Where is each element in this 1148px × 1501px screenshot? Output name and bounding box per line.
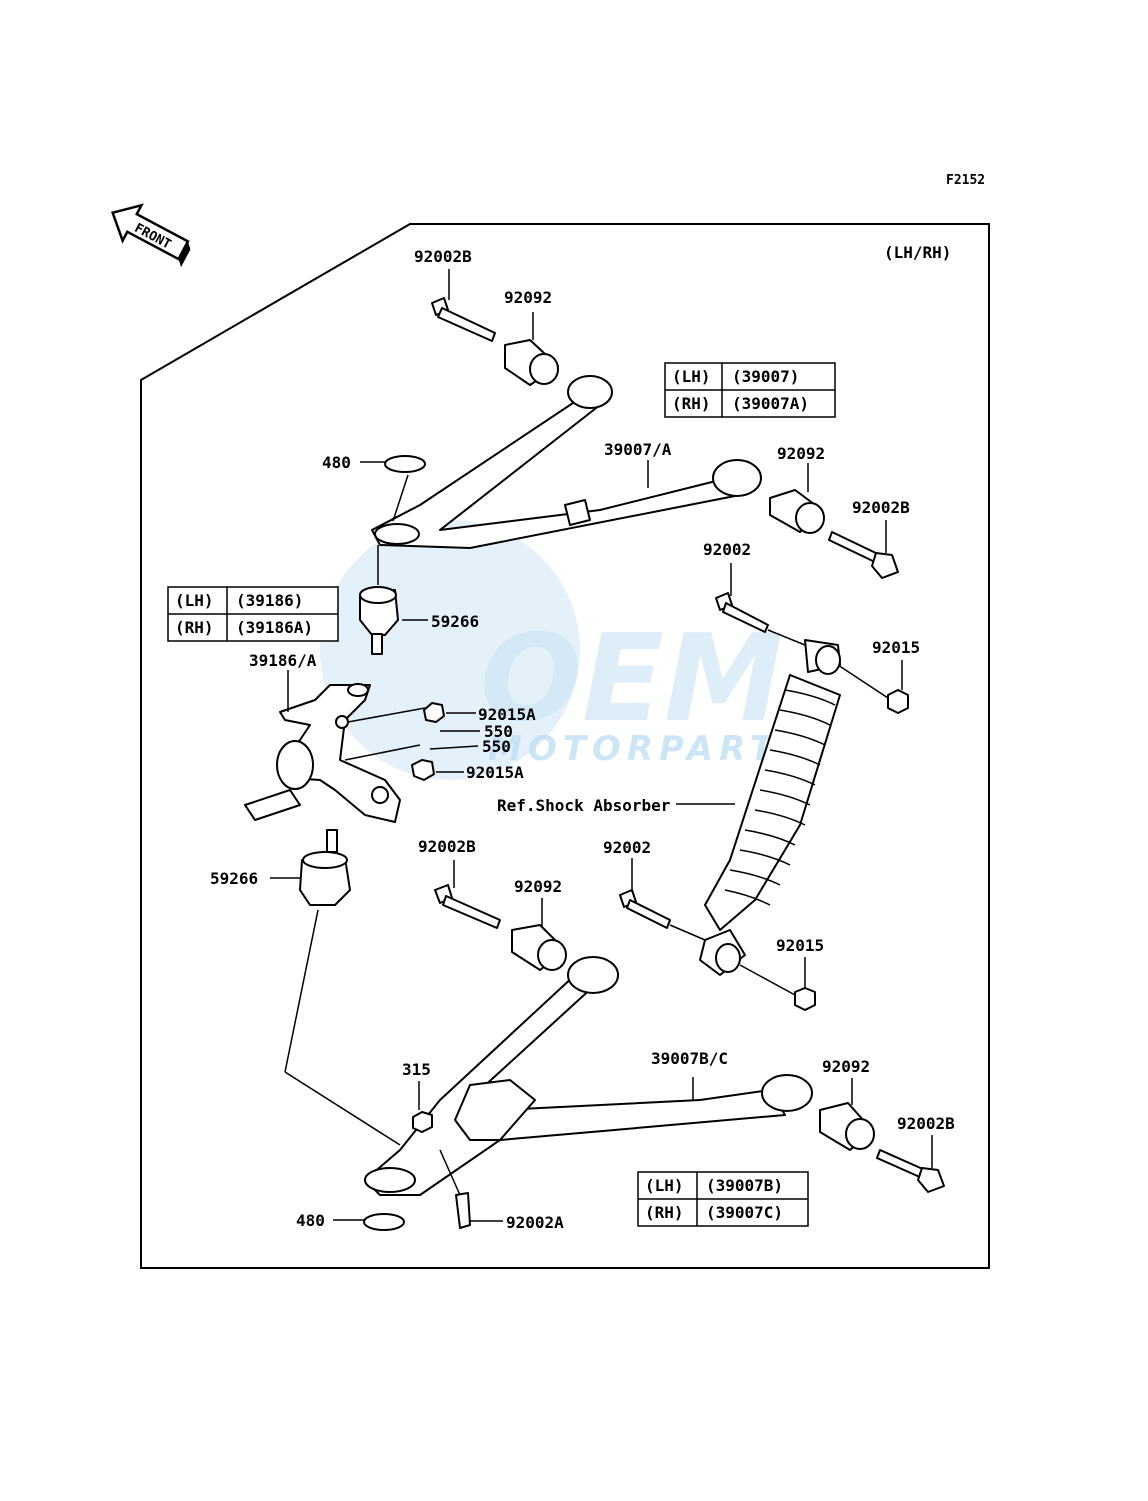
callout-clip-lower: 480 — [296, 1211, 325, 1230]
watermark-brand: OEM — [480, 610, 783, 749]
callout-nut-knuckle-upper: 92015A — [478, 705, 536, 724]
nut-shock-bottom — [794, 987, 816, 1011]
callout-knuckle: 39186/A — [249, 651, 317, 670]
bush-upper-right — [769, 489, 825, 534]
knuckle-table-rh-part: (39186A) — [236, 618, 313, 637]
knuckle-table-lh: (LH) — [175, 591, 214, 610]
ball-joint-lower — [299, 829, 351, 906]
callout-clip-upper: 480 — [322, 453, 351, 472]
callout-bush-lower-left: 92092 — [514, 877, 562, 896]
knuckle-table-lh-part: (39186) — [236, 591, 303, 610]
callout-nut-shock-top: 92015 — [872, 638, 920, 657]
nut-knuckle-lower — [411, 759, 435, 781]
bush-lower-left — [511, 924, 567, 971]
lower-arm-table-lh-part: (39007B) — [706, 1176, 783, 1195]
callout-pin-1: 550 — [484, 722, 513, 741]
callout-bush-lower-right: 92092 — [822, 1057, 870, 1076]
callout-bush-upper-right: 92092 — [777, 444, 825, 463]
lower-arm-table-lh: (LH) — [645, 1176, 684, 1195]
figure-code: F2152 — [946, 173, 985, 188]
upper-arm-table-lh-part: (39007) — [732, 367, 799, 386]
pin-2 — [429, 745, 479, 750]
watermark-sub: MOTORPARTS — [488, 729, 809, 769]
callout-shock-ref: Ref.Shock Absorber — [497, 796, 670, 815]
lower-arm-table: (LH) (39007B) (RH) (39007C) — [637, 1171, 809, 1227]
shock-absorber — [699, 639, 841, 976]
callout-upper-arm: 39007/A — [604, 440, 672, 459]
callout-nut-knuckle-lower: 92015A — [466, 763, 524, 782]
callout-bolt-lower-left: 92002B — [418, 837, 476, 856]
clip-upper — [384, 455, 426, 473]
callout-bolt-upper-left: 92002B — [414, 247, 472, 266]
callout-nut-shock-bottom: 92015 — [776, 936, 824, 955]
callout-bolt-lower-right: 92002B — [897, 1114, 955, 1133]
callout-ball-joint-lower: 59266 — [210, 869, 258, 888]
knuckle-table: (LH) (39186) (RH) (39186A) — [167, 586, 339, 642]
upper-arm — [371, 375, 762, 549]
callout-bolt-upper-right: 92002B — [852, 498, 910, 517]
bolt-upper-right — [828, 531, 899, 579]
bolt-upper-left — [431, 297, 496, 342]
watermark: MOTORPARTS OEM — [320, 520, 809, 780]
callout-nut-lower: 315 — [402, 1060, 431, 1079]
diagram-frame — [140, 223, 990, 1269]
bolt-lower-small — [455, 1192, 471, 1229]
callout-pin-2: 550 — [482, 737, 511, 756]
bush-upper-left — [504, 339, 559, 386]
side-label: (LH/RH) — [884, 243, 951, 262]
callout-ball-joint-upper: 59266 — [431, 612, 479, 631]
callout-bolt-shock-top: 92002 — [703, 540, 751, 559]
upper-arm-table-rh: (RH) — [672, 394, 711, 413]
bolt-lower-left — [434, 884, 501, 929]
upper-arm-table-lh: (LH) — [672, 367, 711, 386]
lower-arm — [364, 956, 813, 1196]
ball-joint-upper — [359, 586, 399, 655]
lower-arm-table-rh-part: (39007C) — [706, 1203, 783, 1222]
clip-lower — [363, 1213, 405, 1231]
upper-arm-table: (LH) (39007) (RH) (39007A) — [664, 362, 836, 418]
callout-bolt-lower-small: 92002A — [506, 1213, 564, 1232]
knuckle-table-rh: (RH) — [175, 618, 214, 637]
nut-knuckle-upper — [423, 702, 445, 723]
bolt-lower-right — [876, 1149, 945, 1193]
bolt-shock-top — [715, 592, 769, 633]
bolt-shock-bottom — [619, 889, 671, 929]
nut-shock-top — [887, 689, 909, 714]
lower-arm-table-rh: (RH) — [645, 1203, 684, 1222]
callout-lower-arm: 39007B/C — [651, 1049, 728, 1068]
front-arrow-icon: FRONT — [110, 203, 191, 268]
callout-bolt-shock-bottom: 92002 — [603, 838, 651, 857]
knuckle — [244, 683, 401, 823]
upper-arm-table-rh-part: (39007A) — [732, 394, 809, 413]
nut-lower — [412, 1111, 433, 1133]
bush-lower-right — [819, 1102, 875, 1151]
callout-bush-upper-left: 92092 — [504, 288, 552, 307]
